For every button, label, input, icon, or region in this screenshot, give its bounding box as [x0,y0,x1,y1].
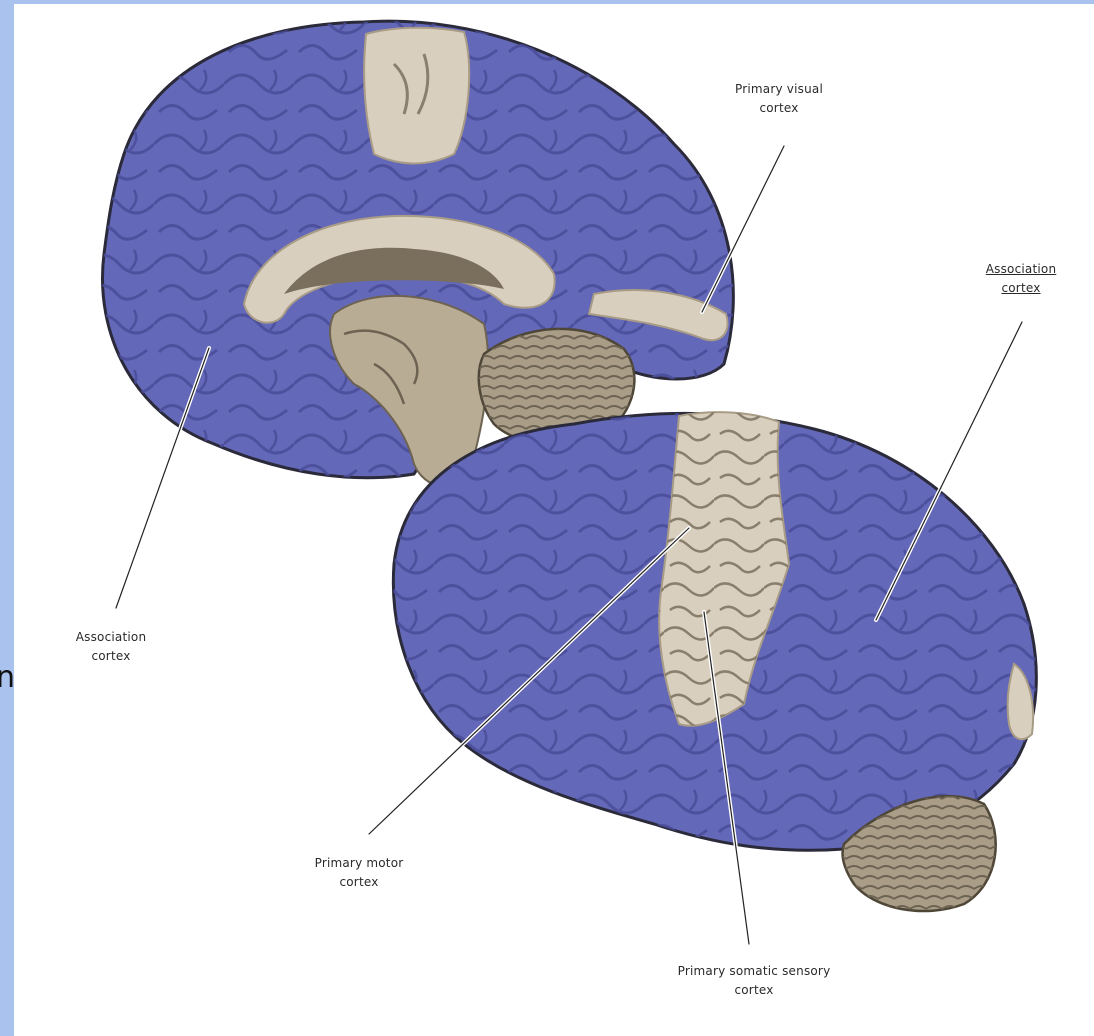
label-line-2: cortex [966,279,1076,298]
label-association-cortex-right: Association cortex [966,260,1076,298]
label-line-1: Primary somatic sensory [644,962,864,981]
label-line-1: Association [966,260,1076,279]
label-line-2: cortex [284,873,434,892]
label-primary-motor-cortex: Primary motor cortex [284,854,434,892]
label-line-1: Primary visual [704,80,854,99]
label-line-2: cortex [56,647,166,666]
label-primary-somatic-sensory-cortex: Primary somatic sensory cortex [644,962,864,1000]
brain-diagram-panel: Primary visual cortex Association cortex… [14,4,1094,1036]
label-line-1: Association [56,628,166,647]
label-association-cortex-left: Association cortex [56,628,166,666]
brain-illustration [14,4,1094,1036]
label-line-1: Primary motor [284,854,434,873]
cropped-slide-text: n [0,660,15,695]
label-primary-visual-cortex: Primary visual cortex [704,80,854,118]
label-line-2: cortex [704,99,854,118]
label-line-2: cortex [644,981,864,1000]
